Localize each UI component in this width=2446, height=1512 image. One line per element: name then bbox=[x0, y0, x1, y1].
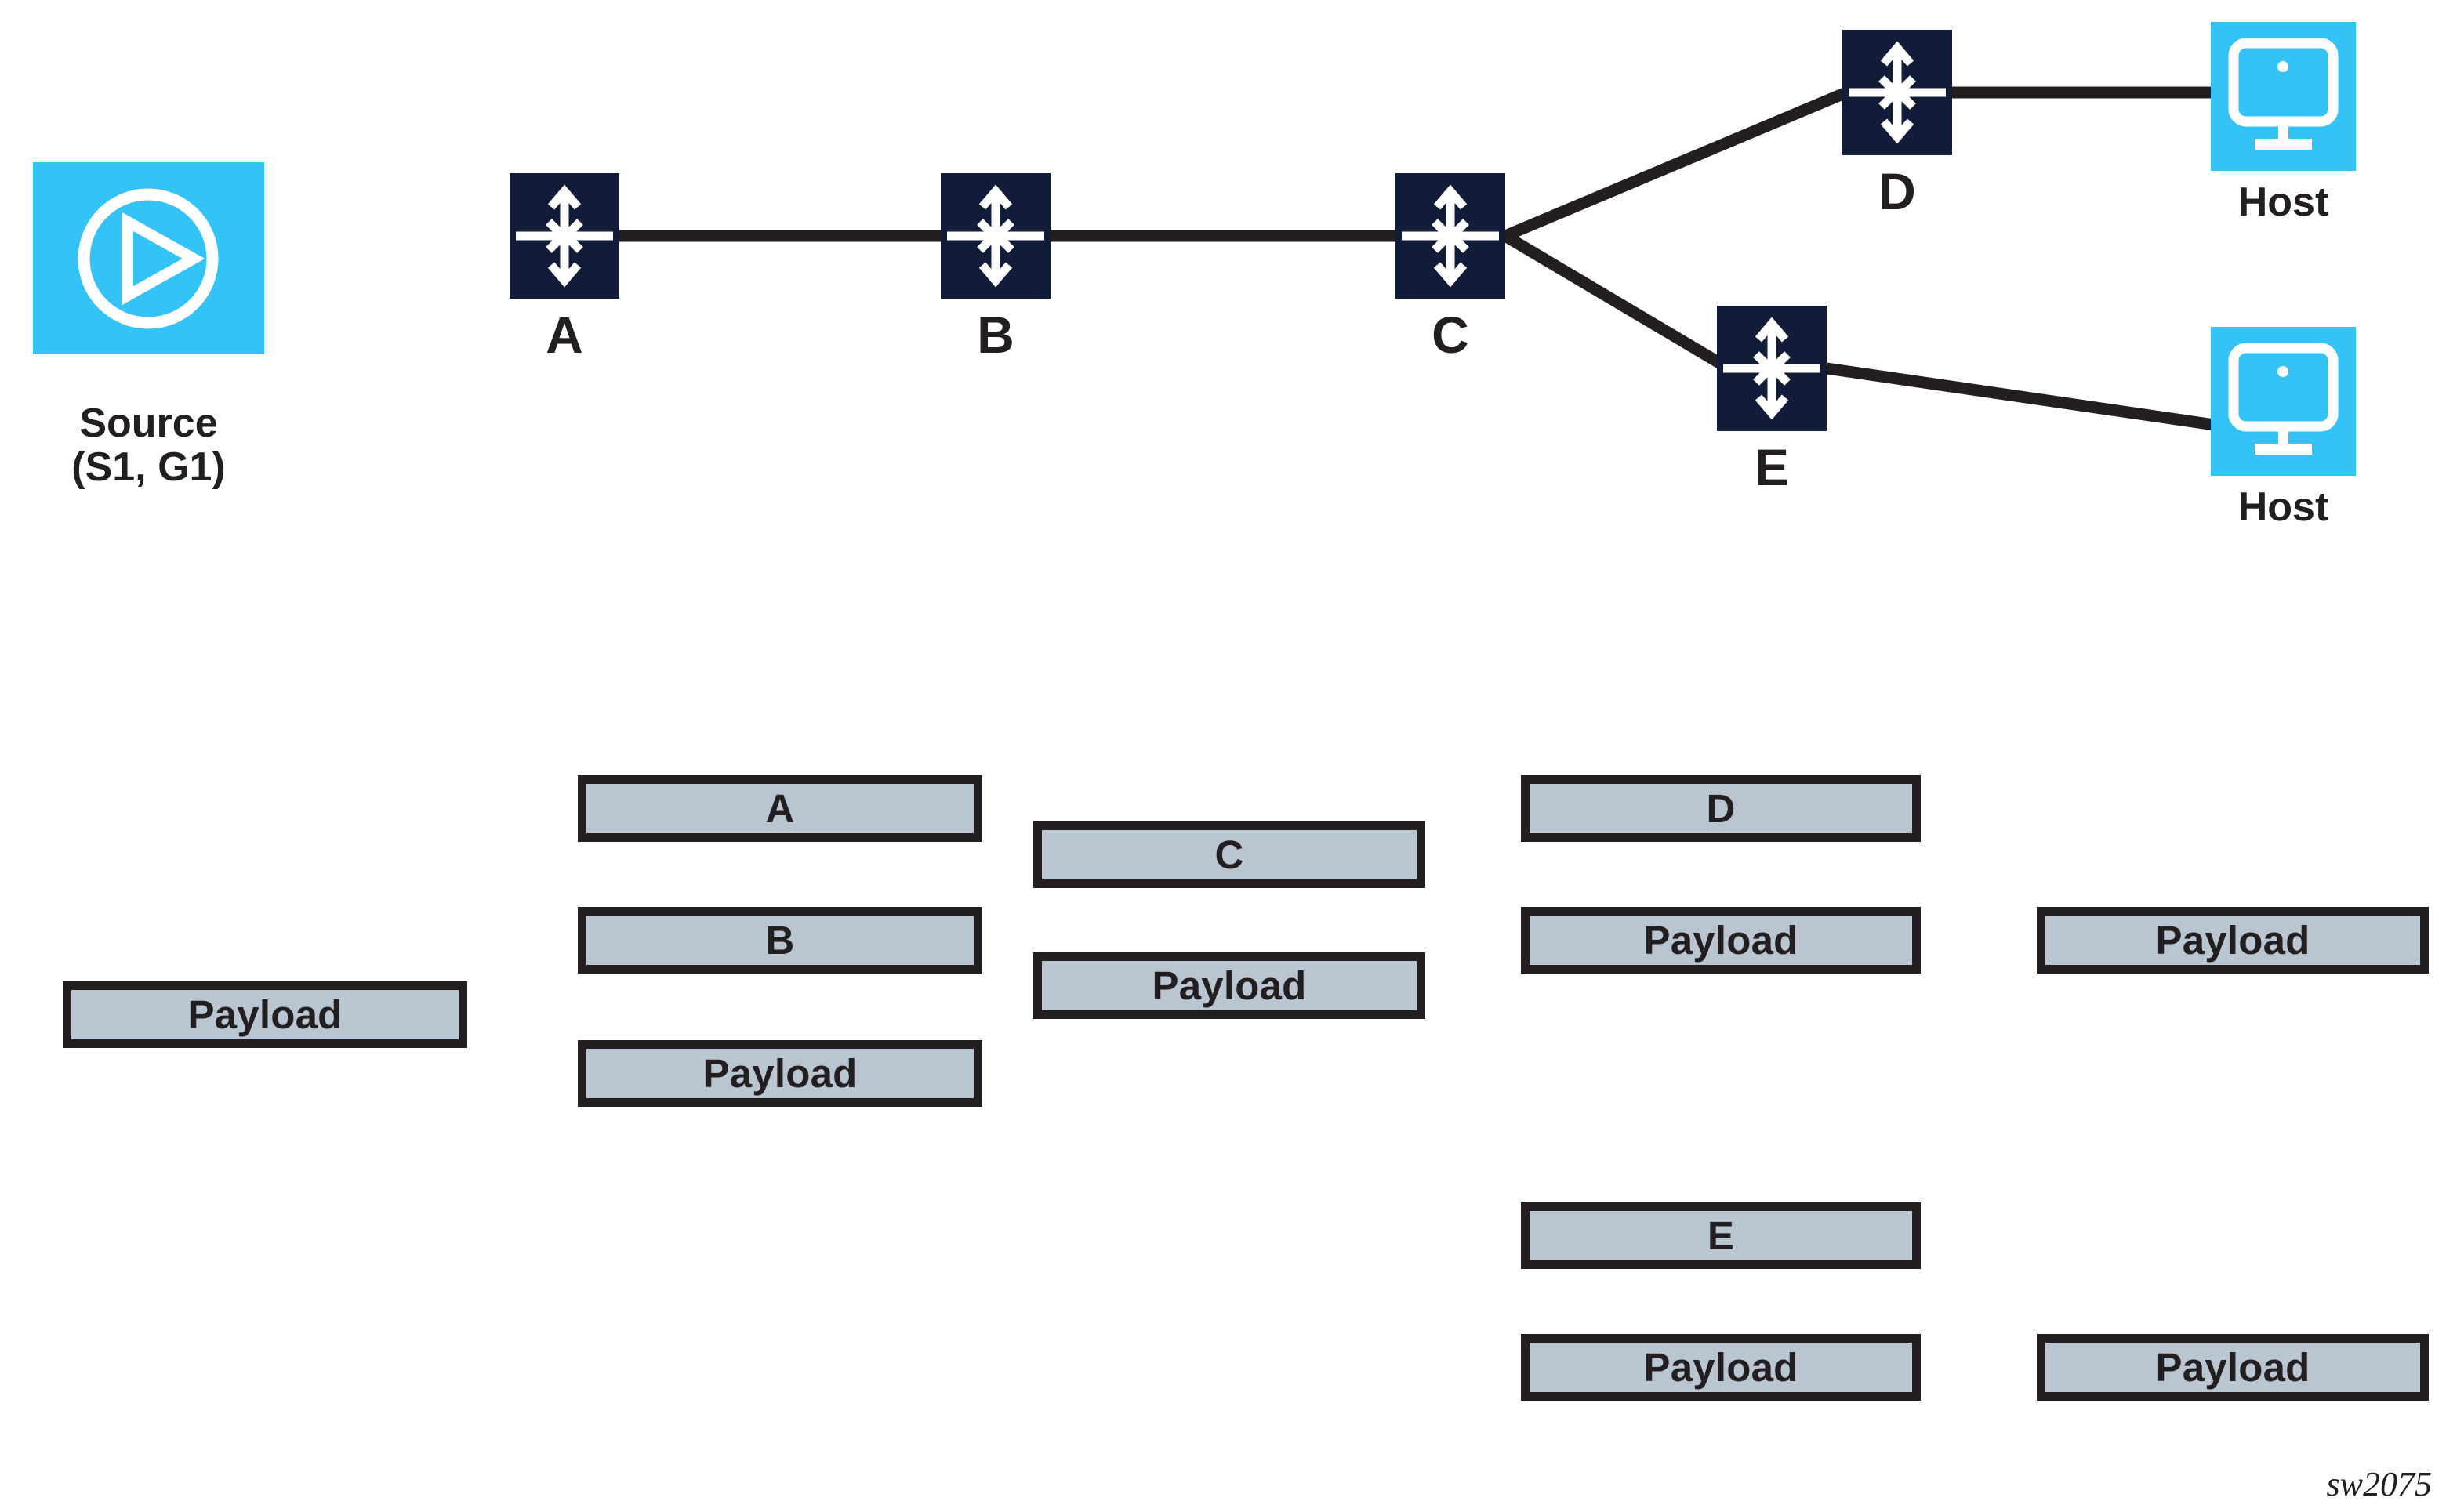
router-node-b[interactable] bbox=[941, 173, 1051, 299]
packet-box: Payload bbox=[1521, 1334, 1921, 1401]
link-c-d bbox=[1503, 87, 1849, 241]
packet-box: Payload bbox=[2037, 907, 2429, 974]
packet-box: Payload bbox=[2037, 1334, 2429, 1401]
link-group bbox=[619, 86, 2232, 433]
source-label-line1: Source bbox=[79, 401, 218, 446]
source-label: Source(S1, G1) bbox=[33, 401, 264, 489]
router-label-a: A bbox=[546, 306, 583, 364]
router-icon bbox=[516, 184, 613, 288]
source-label-line2: (S1, G1) bbox=[71, 444, 226, 491]
host-label-top: Host bbox=[2237, 179, 2329, 225]
router-node-c[interactable] bbox=[1395, 173, 1505, 299]
router-icon bbox=[1402, 184, 1499, 288]
link-c-e bbox=[1502, 230, 1732, 374]
monitor-icon bbox=[2228, 38, 2339, 150]
packet-box: E bbox=[1521, 1202, 1921, 1269]
packet-box: Payload bbox=[1521, 907, 1921, 974]
figure-watermark: sw2075 bbox=[2326, 1465, 2432, 1503]
packet-box: B bbox=[578, 907, 982, 974]
router-label-e: E bbox=[1754, 438, 1790, 496]
source-node[interactable] bbox=[33, 162, 264, 354]
link-e-host-bottom bbox=[1825, 362, 2232, 433]
router-icon bbox=[1723, 317, 1820, 420]
packet-box: Payload bbox=[1033, 952, 1425, 1019]
packet-box: C bbox=[1033, 821, 1425, 888]
router-label-b: B bbox=[977, 306, 1014, 364]
router-node-d[interactable] bbox=[1842, 30, 1952, 155]
router-icon bbox=[1849, 41, 1946, 144]
packet-box: A bbox=[578, 775, 982, 842]
router-icon bbox=[947, 184, 1044, 288]
play-circle-icon bbox=[78, 188, 219, 329]
host-label-bottom: Host bbox=[2237, 484, 2329, 530]
router-node-e[interactable] bbox=[1717, 306, 1827, 431]
packet-box: Payload bbox=[578, 1040, 982, 1107]
router-label-c: C bbox=[1432, 306, 1469, 364]
monitor-icon bbox=[2228, 343, 2339, 455]
packet-box: Payload bbox=[63, 981, 467, 1048]
router-node-a[interactable] bbox=[510, 173, 619, 299]
host-node-top[interactable] bbox=[2211, 22, 2356, 171]
host-node-bottom[interactable] bbox=[2211, 327, 2356, 476]
packet-box: D bbox=[1521, 775, 1921, 842]
router-label-d: D bbox=[1878, 162, 1916, 220]
